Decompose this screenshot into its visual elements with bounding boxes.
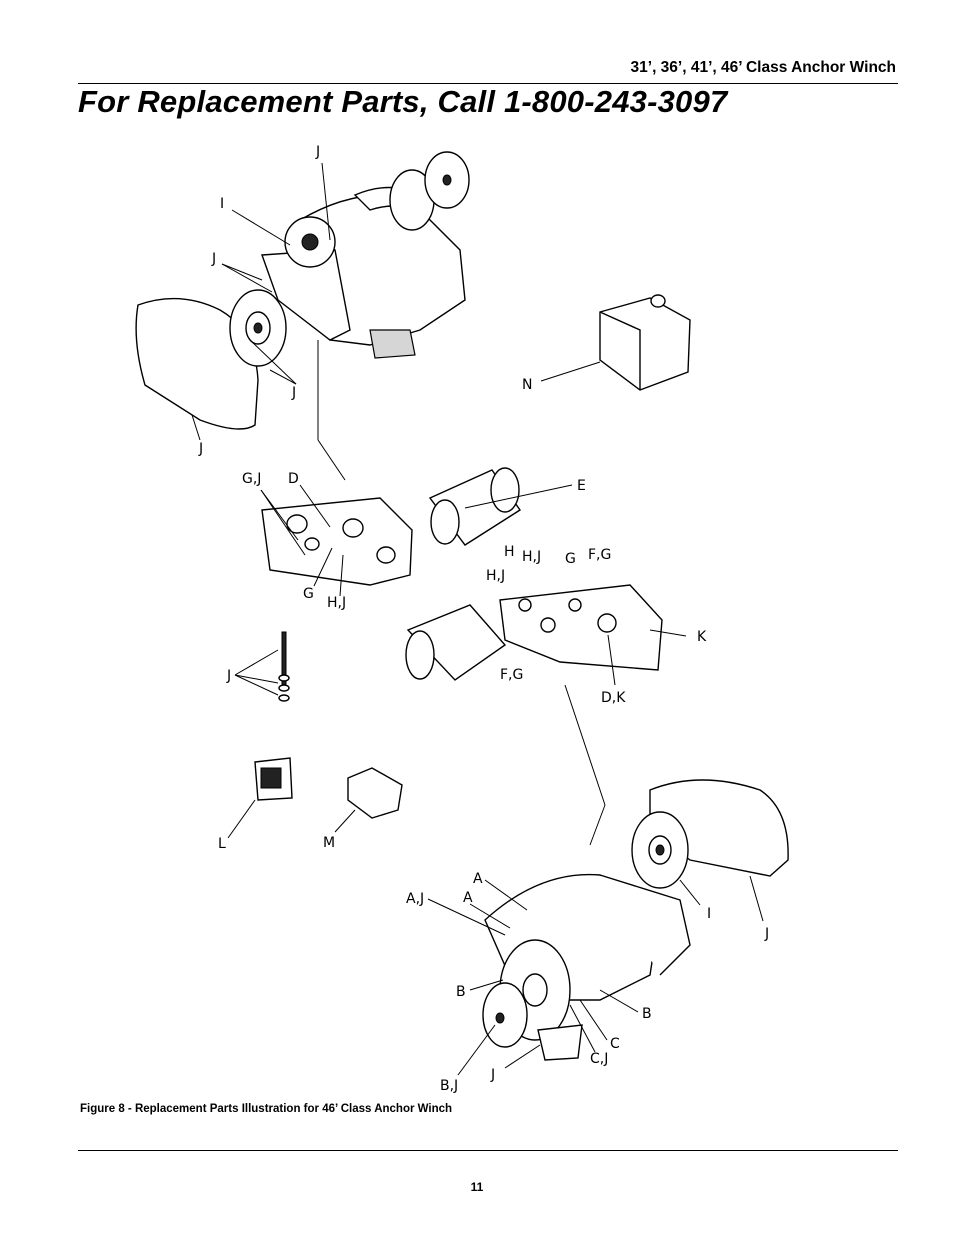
label-dk: D,K bbox=[601, 690, 626, 706]
label-g: G bbox=[303, 586, 314, 602]
header-divider bbox=[78, 83, 898, 84]
label-h: H bbox=[504, 544, 515, 560]
top-winch-assembly bbox=[135, 151, 470, 430]
label-hj-left: H,J bbox=[327, 595, 346, 611]
label-bj: B,J bbox=[440, 1078, 458, 1094]
bolt-set bbox=[278, 631, 290, 702]
label-m: M bbox=[323, 835, 335, 851]
label-j-bottom-right: J bbox=[764, 926, 769, 942]
leader-lines bbox=[191, 162, 764, 1076]
label-top-i: I bbox=[220, 196, 224, 212]
label-top-j-lower: J bbox=[291, 385, 296, 401]
label-g-mid: G bbox=[565, 551, 576, 567]
label-b-left: B bbox=[456, 984, 466, 1000]
label-top-j: J bbox=[315, 144, 320, 160]
label-j-bolts: J bbox=[226, 668, 231, 684]
label-fg-top: F,G bbox=[588, 547, 611, 563]
label-hj-mid: H,J bbox=[522, 549, 541, 565]
label-top-j-left: J bbox=[211, 251, 216, 267]
callout-labels: J I J J J N G,J D E G H,J H H,J G F,G H,… bbox=[198, 144, 769, 1094]
terminal-block bbox=[347, 767, 403, 819]
label-j-base: J bbox=[490, 1067, 495, 1083]
footer-divider bbox=[78, 1150, 898, 1151]
page-number: 11 bbox=[470, 1180, 484, 1194]
gear-plate-lower bbox=[405, 584, 663, 681]
label-hj-right: H,J bbox=[486, 568, 505, 584]
label-n: N bbox=[522, 377, 532, 393]
control-box bbox=[599, 294, 691, 391]
label-i-bottom: I bbox=[707, 906, 711, 922]
label-a-top: A bbox=[473, 871, 483, 887]
label-top-j-bottom: J bbox=[198, 441, 203, 457]
label-a-mid: A bbox=[463, 890, 473, 906]
label-e: E bbox=[577, 478, 586, 494]
figure-caption: Figure 8 - Replacement Parts Illustratio… bbox=[80, 1103, 453, 1115]
label-k: K bbox=[697, 629, 707, 645]
label-gj: G,J bbox=[242, 471, 261, 487]
bottom-winch-assembly bbox=[482, 779, 789, 1061]
page-title: For Replacement Parts, Call 1-800-243-30… bbox=[78, 84, 728, 119]
label-d: D bbox=[288, 471, 299, 487]
motor-e bbox=[428, 467, 521, 546]
label-cj: C,J bbox=[590, 1051, 608, 1067]
label-aj: A,J bbox=[406, 891, 424, 907]
label-c: C bbox=[610, 1036, 620, 1052]
gear-plate-upper bbox=[261, 497, 413, 586]
label-l: L bbox=[218, 836, 226, 852]
rocker-switch bbox=[254, 757, 293, 801]
label-b-right: B bbox=[642, 1006, 652, 1022]
label-fg-bottom: F,G bbox=[500, 667, 523, 683]
product-title: 31’, 36’, 41’, 46’ Class Anchor Winch bbox=[630, 59, 896, 76]
